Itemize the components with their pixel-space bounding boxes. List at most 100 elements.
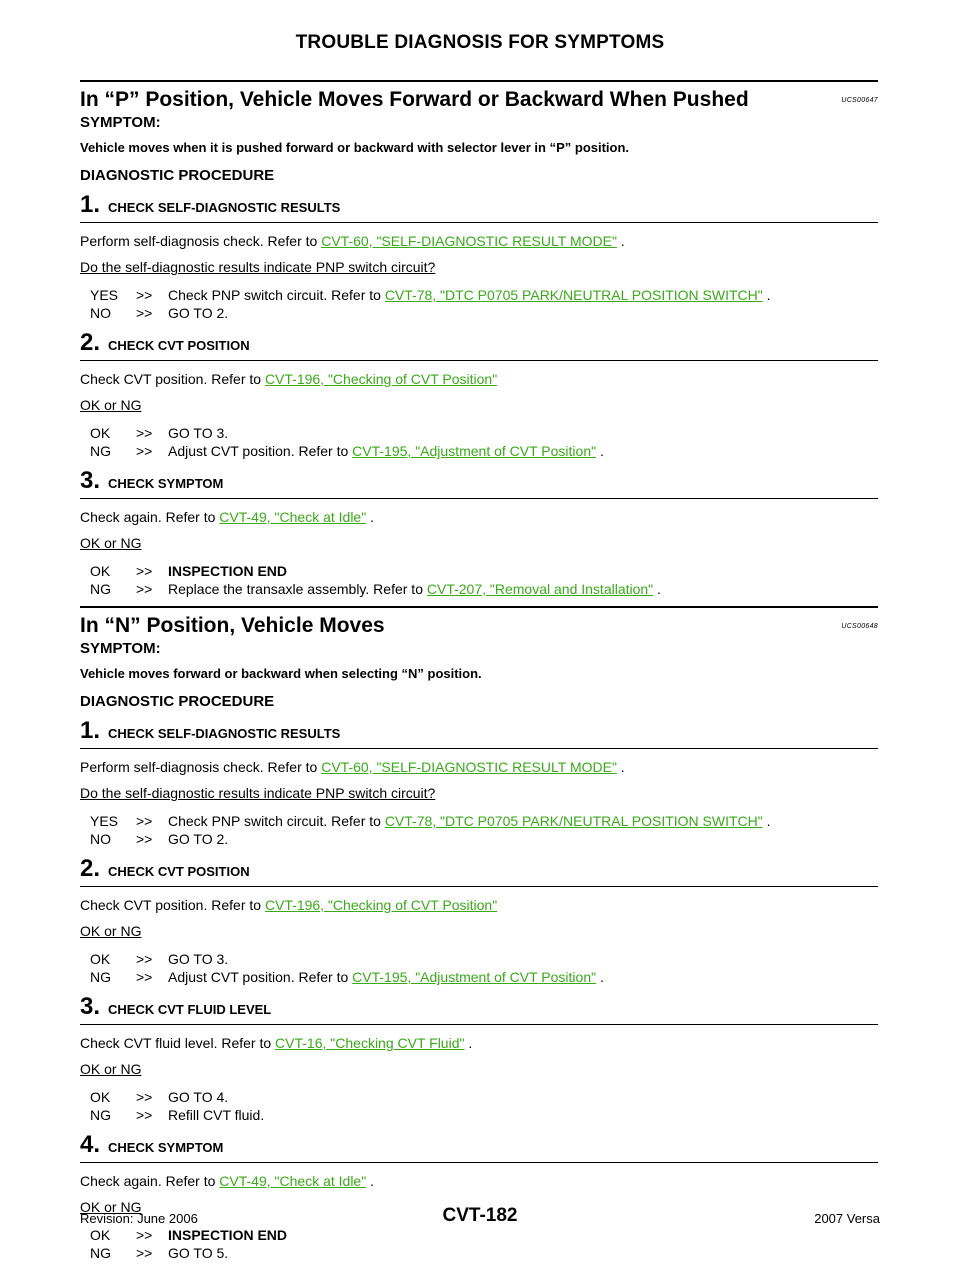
diagnostic-procedure-label: DIAGNOSTIC PROCEDURE <box>80 167 275 184</box>
answer-key: NG <box>90 1107 111 1123</box>
reference-link[interactable]: CVT-207, "Removal and Installation" <box>426 581 654 597</box>
reference-link[interactable]: CVT-49, "Check at Idle" <box>219 509 367 525</box>
page-number: CVT-182 <box>442 1205 518 1226</box>
answer-list: OK>>GO TO 3.NG>>Adjust CVT position. Ref… <box>90 424 878 460</box>
answer-key: NO <box>90 305 111 321</box>
step-header: 3. CHECK SYMPTOM <box>80 468 878 499</box>
step-title: CHECK SYMPTOM <box>108 1140 224 1155</box>
answer-list: OK>>GO TO 4.NG>>Refill CVT fluid. <box>90 1088 878 1124</box>
diagnostic-procedure-label: DIAGNOSTIC PROCEDURE <box>80 693 275 710</box>
step-number: 1. <box>80 717 101 744</box>
step-question: OK or NG <box>80 923 142 939</box>
reference-link[interactable]: CVT-195, "Adjustment of CVT Position" <box>352 969 597 985</box>
answer-arrow: >> <box>136 287 153 303</box>
step-instruction: Perform self-diagnosis check. Refer to C… <box>80 232 878 250</box>
answer-key: OK <box>90 1227 111 1243</box>
step-question: OK or NG <box>80 1199 142 1215</box>
answer-action: GO TO 5. <box>168 1245 229 1261</box>
instruction-text: Check again. Refer to <box>80 1173 216 1189</box>
answer-text: Check PNP switch circuit. Refer to CVT-7… <box>168 286 878 304</box>
answer-row: YES>>Check PNP switch circuit. Refer to … <box>90 812 878 830</box>
instruction-text: Check CVT fluid level. Refer to <box>80 1035 272 1051</box>
answer-row: OK >> INSPECTION END <box>90 1226 878 1244</box>
answer-arrow: >> <box>136 425 153 441</box>
answer-row: OK>>GO TO 3. <box>90 424 878 442</box>
answer-key: NG <box>90 969 111 985</box>
section-code: UCS00648 <box>841 623 878 630</box>
step-header: 1.CHECK SELF-DIAGNOSTIC RESULTS <box>80 192 878 223</box>
answer-text: GO TO 5. <box>168 1244 878 1262</box>
answer-row: NO>>GO TO 2. <box>90 304 878 322</box>
instruction-text: Check again. Refer to <box>80 509 216 525</box>
answer-text: GO TO 3. <box>168 424 878 442</box>
reference-link[interactable]: CVT-196, "Checking of CVT Position" <box>264 371 498 387</box>
answer-arrow: >> <box>136 969 153 985</box>
section-title: In “P” Position, Vehicle Moves Forward o… <box>80 88 749 111</box>
symptom-label: SYMPTOM: <box>80 640 161 657</box>
answer-key: OK <box>90 1089 111 1105</box>
answer-row: OK>>GO TO 3. <box>90 950 878 968</box>
reference-link[interactable]: CVT-49, "Check at Idle" <box>219 1173 367 1189</box>
reference-link[interactable]: CVT-195, "Adjustment of CVT Position" <box>352 443 597 459</box>
step-title: CHECK CVT FLUID LEVEL <box>108 1002 272 1017</box>
answer-key: YES <box>90 287 119 303</box>
step-header: 3. CHECK CVT FLUID LEVEL <box>80 994 878 1025</box>
section-title: In “N” Position, Vehicle Moves <box>80 614 385 637</box>
answer-action: Adjust CVT position. Refer to <box>168 969 349 985</box>
step-question: OK or NG <box>80 1061 142 1077</box>
answer-text: GO TO 2. <box>168 830 878 848</box>
answer-text: INSPECTION END <box>168 562 878 580</box>
answer-list: YES >> Check PNP switch circuit. Refer to … <box>90 286 878 322</box>
answer-key: OK <box>90 951 111 967</box>
instruction-text: Perform self-diagnosis check. Refer to <box>80 759 318 775</box>
answer-action: Replace the transaxle assembly. Refer to <box>168 581 423 597</box>
answer-end: . <box>762 813 771 829</box>
reference-link[interactable]: CVT-78, "DTC P0705 PARK/NEUTRAL POSITION… <box>384 287 763 303</box>
reference-link[interactable]: CVT-60, "SELF-DIAGNOSTIC RESULT MODE" <box>321 233 617 249</box>
answer-action: GO TO 2. <box>168 831 229 847</box>
step-instruction: Check CVT position. Refer to CVT-196, "C… <box>80 896 878 914</box>
step-number: 4. <box>80 1131 101 1158</box>
step-instruction: Check again. Refer to CVT-49, "Check at … <box>80 508 878 526</box>
answer-action: GO TO 3. <box>168 425 229 441</box>
answer-arrow: >> <box>136 1245 153 1261</box>
step-number: 3. <box>80 467 101 494</box>
step-header: 4. CHECK SYMPTOM <box>80 1132 878 1163</box>
answer-key: NG <box>90 1245 111 1261</box>
answer-list: YES>>Check PNP switch circuit. Refer to … <box>90 812 878 848</box>
answer-action: INSPECTION END <box>168 563 288 579</box>
step-title: CHECK SELF-DIAGNOSTIC RESULTS <box>108 200 341 215</box>
answer-action: Refill CVT fluid. <box>168 1107 265 1123</box>
step-header: 2.CHECK CVT POSITION <box>80 330 878 361</box>
step-title: CHECK SYMPTOM <box>108 476 224 491</box>
section-header: In “N” Position, Vehicle Moves UCS00648 <box>80 606 878 638</box>
step-instruction: Perform self-diagnosis check. Refer to C… <box>80 758 878 776</box>
reference-link[interactable]: CVT-196, "Checking of CVT Position" <box>264 897 498 913</box>
reference-link[interactable]: CVT-60, "SELF-DIAGNOSTIC RESULT MODE" <box>321 759 617 775</box>
answer-end: . <box>762 287 771 303</box>
step-title: CHECK CVT POSITION <box>108 338 250 353</box>
reference-link[interactable]: CVT-16, "Checking CVT Fluid" <box>275 1035 465 1051</box>
answer-arrow: >> <box>136 305 153 321</box>
step-number: 3. <box>80 993 101 1020</box>
step-number: 2. <box>80 855 101 882</box>
answer-row: NG>>Refill CVT fluid. <box>90 1106 878 1124</box>
answer-list: OK>>GO TO 3.NG >> Adjust CVT position. Ref… <box>90 950 878 986</box>
answer-row: NO>>GO TO 2. <box>90 830 878 848</box>
answer-end: . <box>653 581 661 597</box>
answer-text: Adjust CVT position. Refer to CVT-195, "… <box>168 442 878 460</box>
answer-arrow: >> <box>136 1227 153 1243</box>
answer-text: Check PNP switch circuit. Refer to CVT-7… <box>168 812 878 830</box>
instruction-end: . <box>366 1173 374 1189</box>
answer-text: Refill CVT fluid. <box>168 1106 878 1124</box>
answer-row: NG >> Adjust CVT position. Refer to CVT-19… <box>90 968 878 986</box>
reference-link[interactable]: CVT-78, "DTC P0705 PARK/NEUTRAL POSITION… <box>384 813 763 829</box>
step-instruction: Check again. Refer to CVT-49, "Check at … <box>80 1172 878 1190</box>
answer-text: INSPECTION END <box>168 1226 878 1244</box>
step-instruction: Check CVT fluid level. Refer to CVT-16, … <box>80 1034 878 1052</box>
answer-key: NG <box>90 443 111 459</box>
answer-key: NG <box>90 581 111 597</box>
symptom-label: SYMPTOM: <box>80 114 161 131</box>
instruction-text: Check CVT position. Refer to <box>80 897 262 913</box>
